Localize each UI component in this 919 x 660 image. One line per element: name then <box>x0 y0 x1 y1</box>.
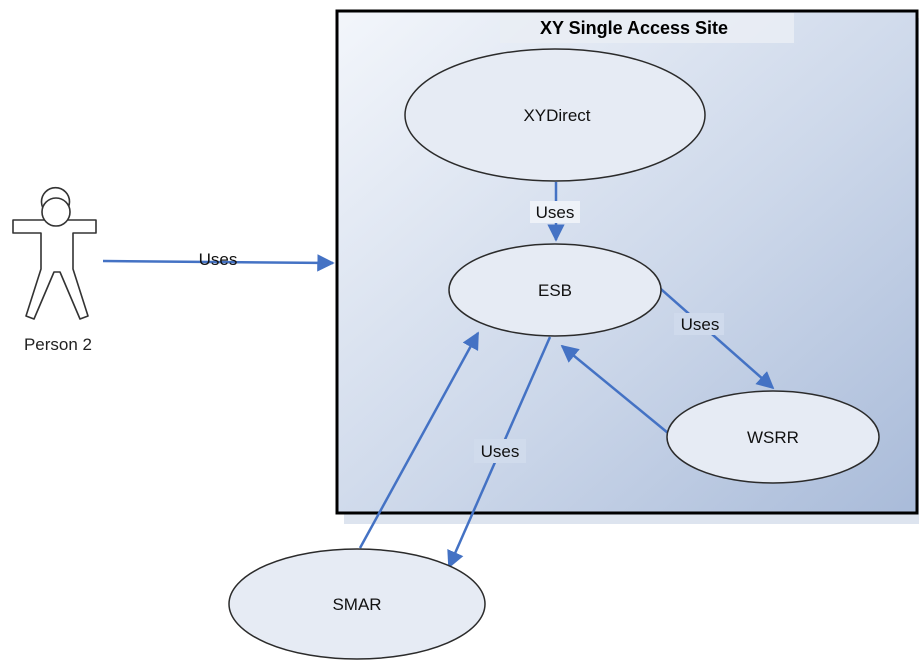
smar-ellipse[interactable] <box>228 548 486 660</box>
node-wsrr[interactable]: WSRR <box>666 390 880 484</box>
edge-person-to-system <box>102 254 335 272</box>
node-smar[interactable]: SMAR <box>228 548 486 660</box>
edge-wsrr-to-esb <box>560 344 669 434</box>
system-title: XY Single Access Site <box>540 18 728 38</box>
edges: Uses Uses Uses Uses <box>102 182 775 569</box>
edge-label-xydirect-to-esb: Uses <box>536 203 575 222</box>
system-title-band <box>500 13 794 43</box>
edge-label-bg-smar <box>474 439 526 463</box>
xydirect-ellipse[interactable] <box>404 48 706 182</box>
node-esb[interactable]: ESB <box>448 243 662 337</box>
wsrr-ellipse[interactable] <box>666 390 880 484</box>
actor-icon[interactable] <box>12 186 97 320</box>
edge-label-bg-xydirect <box>530 201 580 223</box>
edge-label-esb-to-wsrr: Uses <box>681 315 720 334</box>
esb-ellipse[interactable] <box>448 243 662 337</box>
actor-person-2[interactable]: Person 2 <box>12 186 97 354</box>
actor-head-icon <box>41 197 71 227</box>
edge-label-person-to-system: Uses <box>199 250 238 269</box>
wsrr-label: WSRR <box>747 428 799 447</box>
esb-label: ESB <box>538 281 572 300</box>
edge-smar-to-esb <box>358 331 480 549</box>
node-xydirect[interactable]: XYDirect <box>404 48 706 182</box>
edge-label-bg-wsrr <box>674 313 724 335</box>
smar-label: SMAR <box>332 595 381 614</box>
xydirect-label: XYDirect <box>523 106 590 125</box>
edge-label-esb-to-smar: Uses <box>481 442 520 461</box>
actor-label: Person 2 <box>24 335 92 354</box>
